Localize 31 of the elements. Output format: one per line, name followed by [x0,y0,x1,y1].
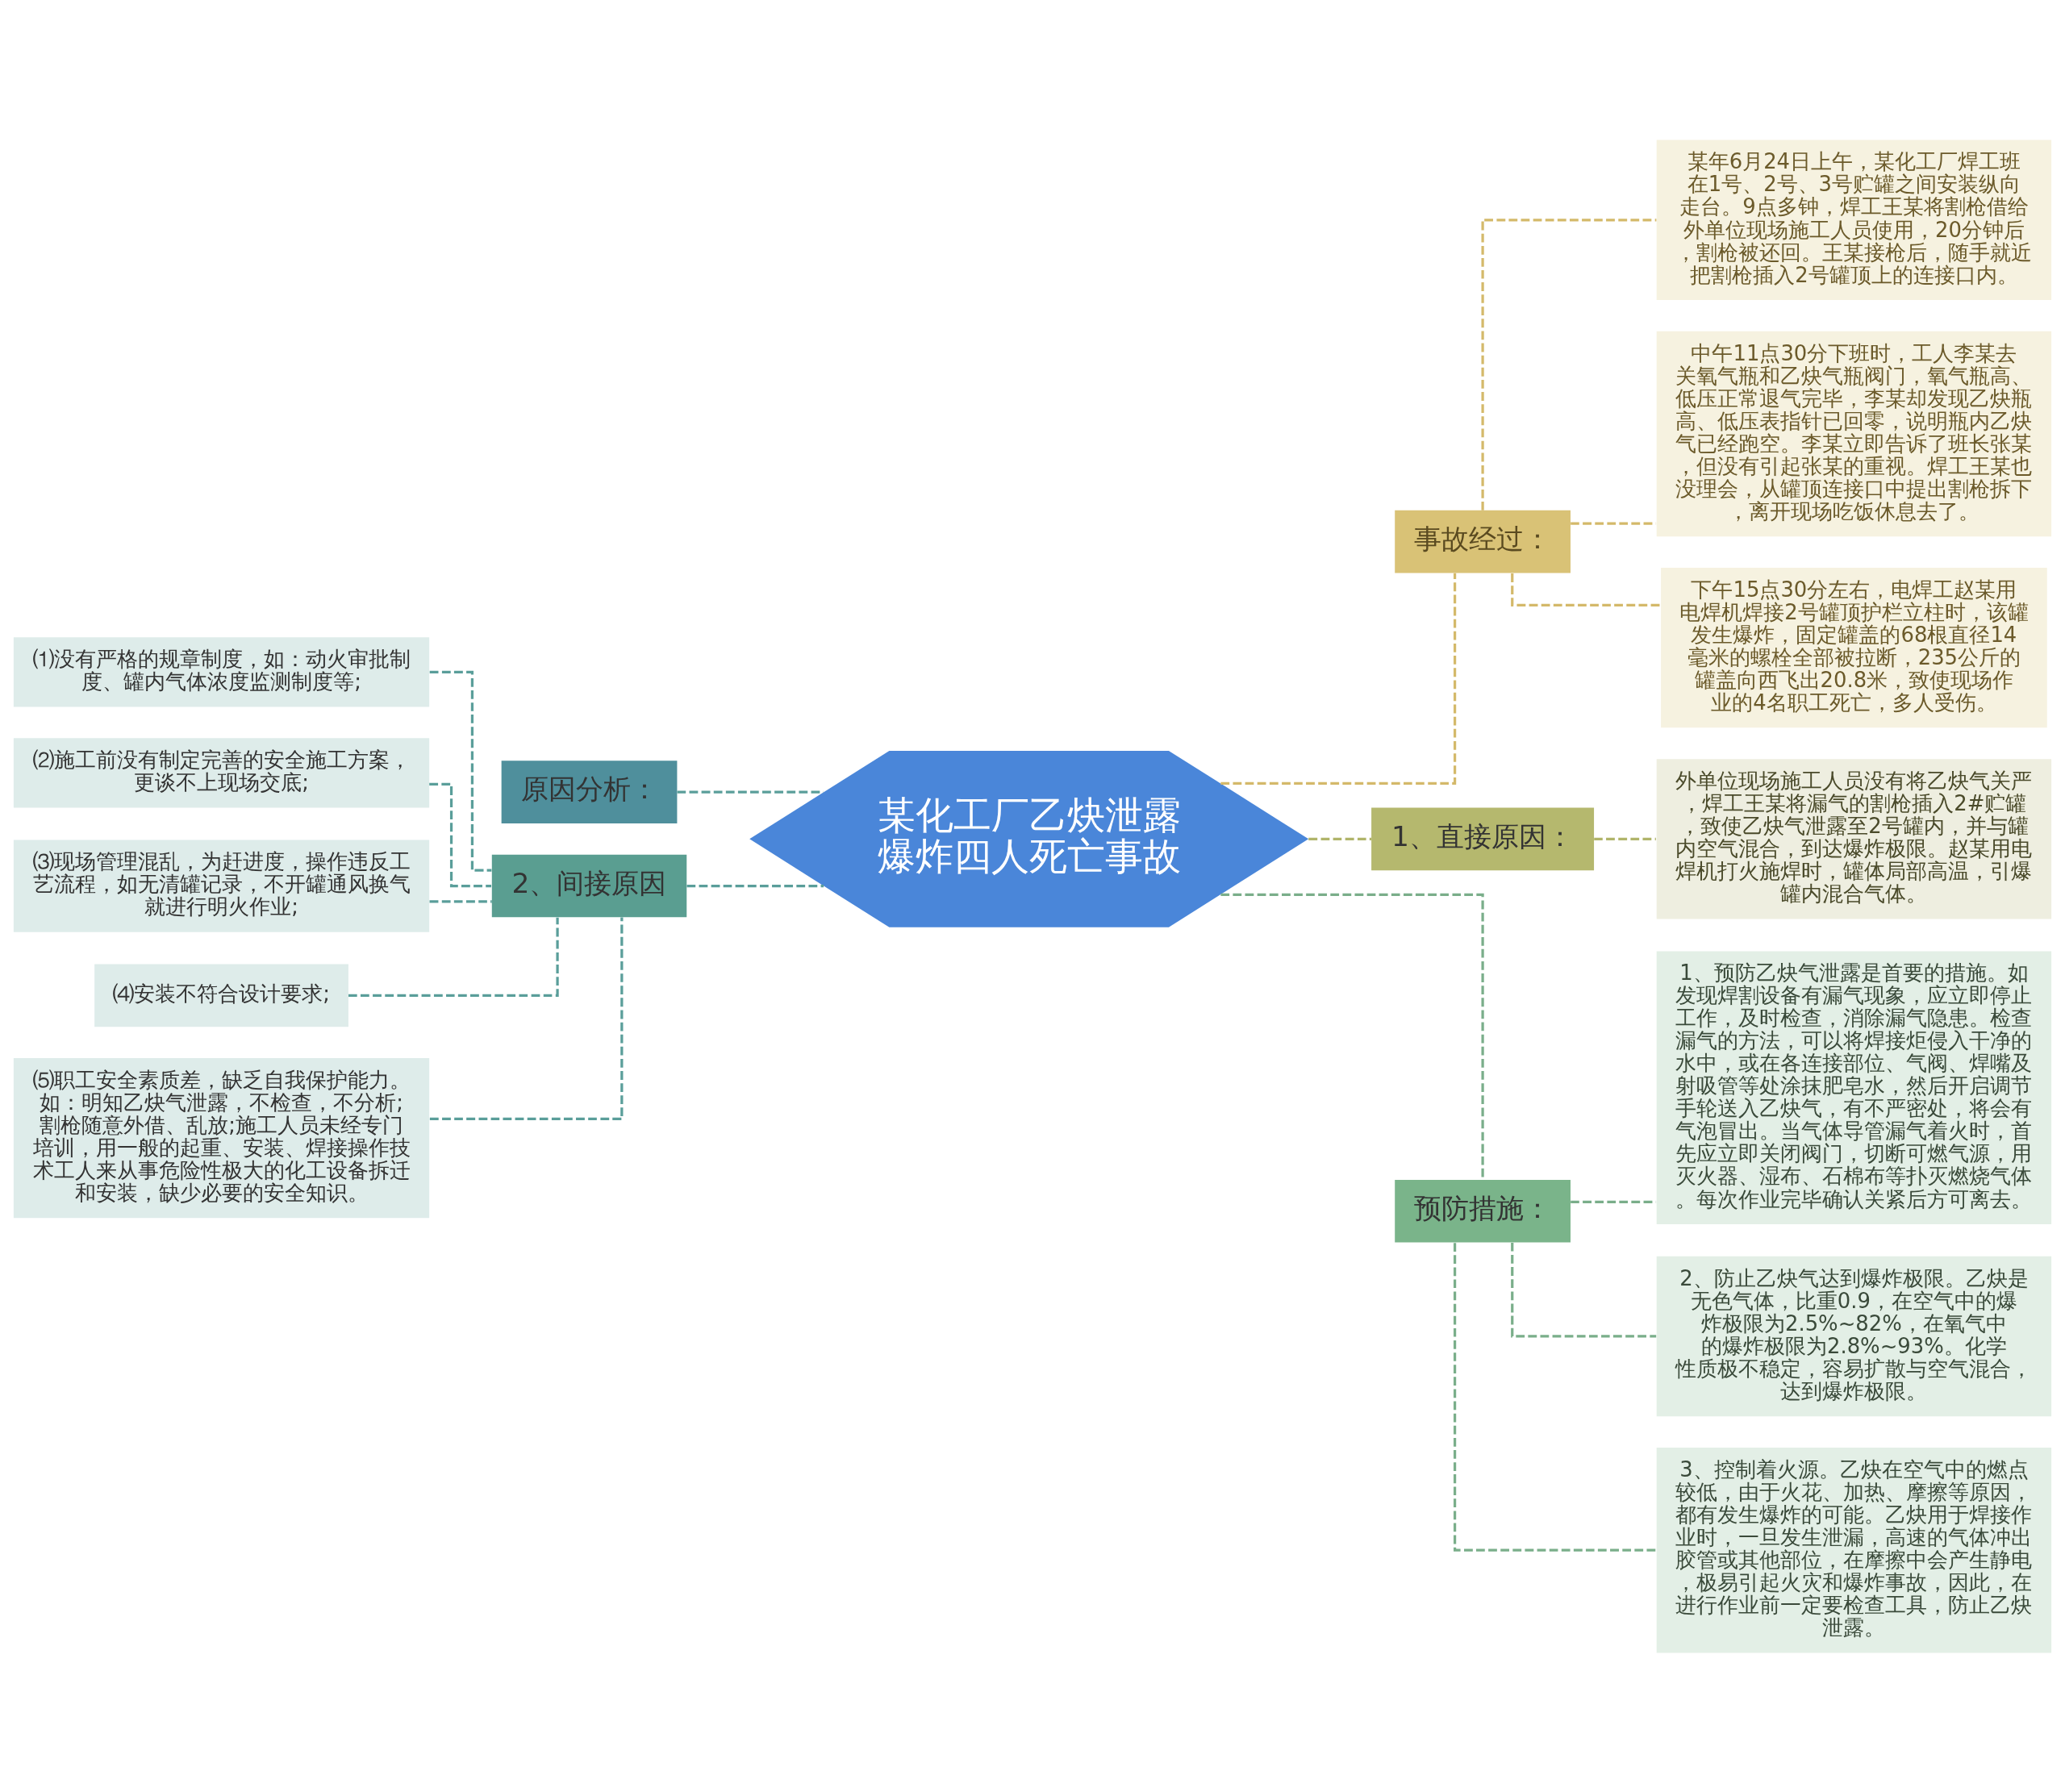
connector [1511,1242,1657,1338]
connector [1308,837,1371,840]
node-box: ⑶现场管理混乱，为赶进度，操作违反工艺流程，如无清罐记录，不开罐通风换气就进行明火作业; [13,839,430,932]
connector [429,782,491,887]
connector [1220,573,1457,785]
connector [348,917,559,997]
connector [1511,573,1661,606]
connector [429,917,624,1120]
node-box: 外单位现场施工人员没有将乙炔气关严，焊工王某将漏气的割枪插入2#贮罐，致使乙炔气泄露至2号罐内，并与罐内空气混合，到达爆炸极限。赵某用电焊机打火施焊时，罐体局部高温，引爆罐内混合气体。 [1656,758,2052,919]
node-box: 下午15点30分左右，电焊工赵某用电焊机焊接2号罐顶护栏立柱时，该罐发生爆炸，固定罐盖的68根直径14毫米的螺栓全部被拉断，235公斤的罐盖向西飞出20.8米，致使现场作业的4名职工死亡，多人受伤。 [1661,567,2047,727]
node-box: ⑸职工安全素质差，缺乏自我保护能力。如：明知乙炔气泄露，不检查，不分析;割枪随意外借、乱放;施工人员未经专门培训，用一般的起重、安装、焊接操作技术工人来从事危险性极大的化工设备拆迁和安装，缺少必要的安全知识。 [13,1057,430,1218]
node-box: 原因分析： [501,760,678,823]
connector [1594,837,1656,840]
node-box: 2、防止乙炔气达到爆炸极限。乙炔是无色气体，比重0.9，在空气中的爆炸极限为2.5%~82%，在氧气中的爆炸极限为2.8%~93%。化学性质极不稳定，容易扩散与空气混合，达到爆炸极限。 [1656,1256,2052,1416]
connector [1481,218,1657,511]
connector [429,899,492,903]
connector [429,670,492,872]
node-box: ⑵施工前没有制定完善的安全施工方案，更谈不上现场交底; [13,737,430,808]
node-box: 1、预防乙炔气泄露是首要的措施。如发现焊割设备有漏气现象，应立即停止工作，及时检查，消除漏气隐患。检查漏气的方法，可以将焊接炬侵入干净的水中，或在各连接部位、气阀、焊嘴及射吸管等处涂抹肥皂水，然后开启调节手轮送入乙炔气，有不严密处，将会有气泡冒出。当气体导管漏气着火时，首先应立即关闭阀门，切断可燃气源，用灭火器、湿布、石棉布等扑灭燃烧气体。每次作业完毕确认关紧后方可离去。 [1656,950,2052,1224]
node-box: 中午11点30分下班时，工人李某去关氧气瓶和乙炔气瓶阀门，氧气瓶高、低压正常退气完毕，李某却发现乙炔瓶高、低压表指针已回零，说明瓶内乙炔气已经跑空。李某立即告诉了班长张某，但没有引起张某的重视。焊工王某也没理会，从罐顶连接口中提出割枪拆下，离开现场吃饭休息去了。 [1656,331,2052,536]
node-box: ⑴没有严格的规章制度，如：动火审批制度、罐内气体浓度监测制度等; [13,636,430,706]
node-box: 某年6月24日上午，某化工厂焊工班在1号、2号、3号贮罐之间安装纵向走台。9点多钟，焊工王某将割枪借给外单位现场施工人员使用，20分钟后，割枪被还回。王某接枪后，随手就近把割枪插入2号罐顶上的连接口内。 [1656,140,2052,300]
node-box: ⑷安装不符合设计要求; [94,964,348,1027]
node-box: 事故经过： [1395,510,1571,573]
node-box: 3、控制着火源。乙炔在空气中的燃点较低，由于火花、加热、摩擦等原因，都有发生爆炸的可能。乙炔用于焊接作业时，一旦发生泄漏，高速的气体冲出胶管或其他部位，在摩擦中会产生静电，极易引起火灾和爆炸事故，因此，在进行作业前一定要检查工具，防止乙炔泄露。 [1656,1447,2052,1652]
node-box: 2、间接原因 [491,854,687,917]
connector [1220,893,1484,1180]
node-box: 1、直接原因： [1371,807,1595,870]
connector [686,884,824,887]
connector [1453,1242,1657,1552]
node-box: 预防措施： [1395,1179,1571,1243]
